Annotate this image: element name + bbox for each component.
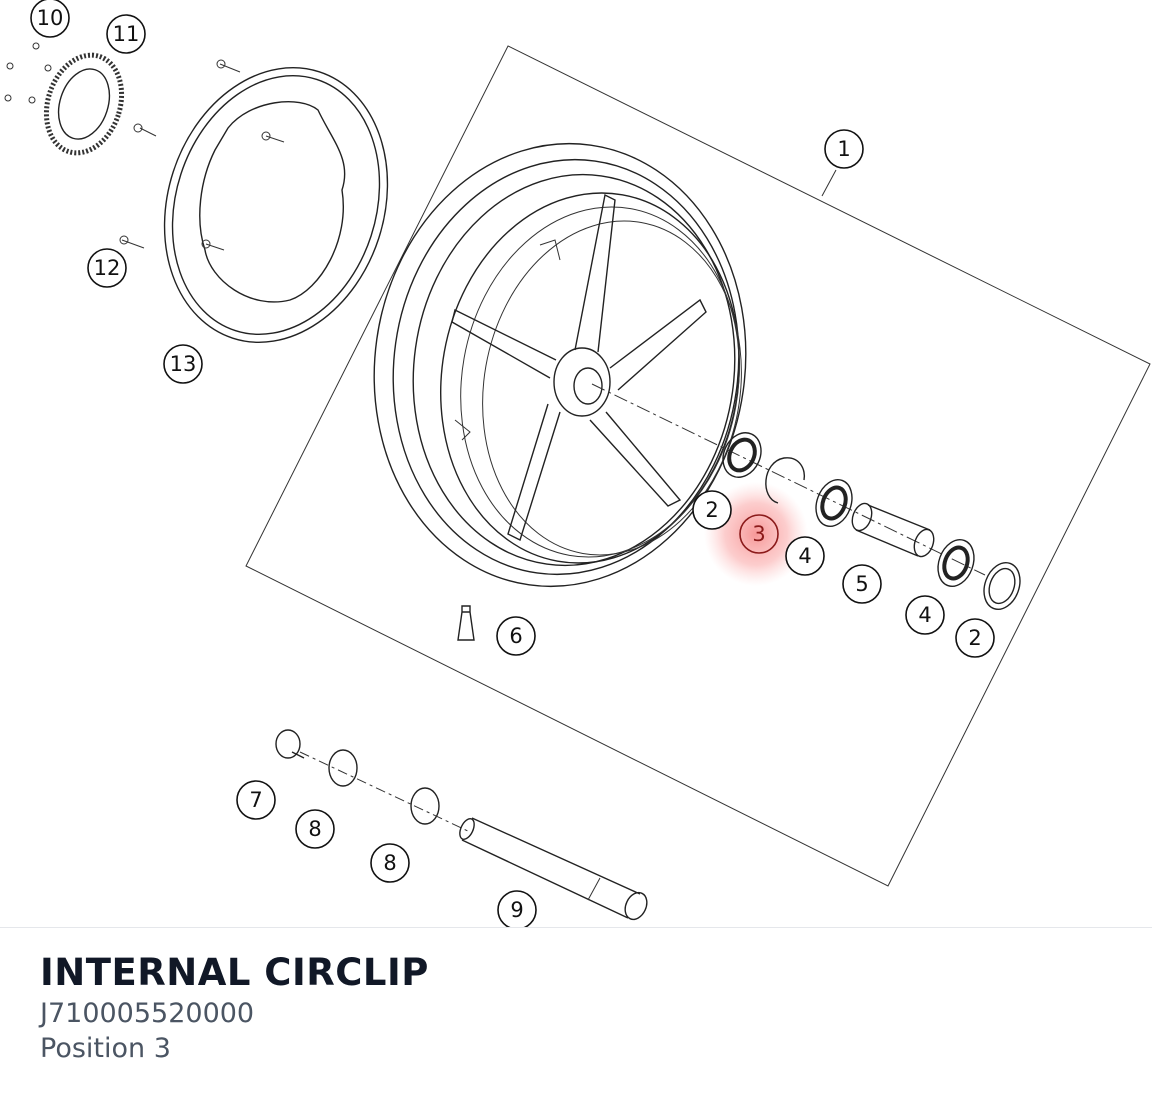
axle-centerline xyxy=(591,383,986,576)
callout-8-upper[interactable]: 8 xyxy=(295,809,335,849)
callout-2-left[interactable]: 2 xyxy=(692,490,732,530)
part-position: Position 3 xyxy=(40,1033,171,1064)
axle-spacers xyxy=(299,749,471,833)
disc-bolts xyxy=(119,59,285,251)
tire-valve xyxy=(457,605,475,641)
svg-text:8: 8 xyxy=(383,851,396,875)
svg-text:13: 13 xyxy=(170,352,197,376)
callout-9[interactable]: 9 xyxy=(497,890,537,928)
bearing-left xyxy=(815,479,853,527)
callout-7[interactable]: 7 xyxy=(236,780,276,820)
abs-ring-screws xyxy=(4,42,52,104)
svg-text:4: 4 xyxy=(918,603,931,627)
svg-text:12: 12 xyxy=(94,256,121,280)
brake-disc xyxy=(163,67,389,343)
svg-text:5: 5 xyxy=(855,572,868,596)
svg-text:10: 10 xyxy=(37,6,64,30)
callout-6[interactable]: 6 xyxy=(496,616,536,656)
svg-text:11: 11 xyxy=(113,22,140,46)
callout-5[interactable]: 5 xyxy=(842,564,882,604)
callout-3-selected[interactable]: 3 xyxy=(739,514,779,554)
spacer-left xyxy=(275,729,305,759)
front-wheel-rim xyxy=(373,142,747,588)
divider xyxy=(0,927,1152,928)
spacer-sleeve xyxy=(851,502,935,558)
callout-11[interactable]: 11 xyxy=(106,14,146,54)
svg-text:3: 3 xyxy=(752,522,765,546)
wheel-hub-spokes xyxy=(451,193,707,541)
svg-text:2: 2 xyxy=(968,626,981,650)
wheel-assembly-frame xyxy=(245,45,1151,887)
callout-1[interactable]: 1 xyxy=(824,129,864,169)
callout-8-lower[interactable]: 8 xyxy=(370,843,410,883)
front-axle xyxy=(459,817,648,921)
callout-2-right[interactable]: 2 xyxy=(955,618,995,658)
abs-sensor-ring xyxy=(43,52,125,156)
svg-text:6: 6 xyxy=(509,624,522,648)
callout-4-left[interactable]: 4 xyxy=(785,536,825,576)
svg-text:9: 9 xyxy=(510,898,523,922)
part-info-panel: INTERNAL CIRCLIP J710005520000 Position … xyxy=(40,950,429,1066)
part-number: J710005520000 xyxy=(40,998,255,1029)
part-title: INTERNAL CIRCLIP xyxy=(40,951,429,994)
callout-10[interactable]: 10 xyxy=(30,0,70,38)
exploded-parts-diagram: 1 2 3 4 5 4 2 6 7 8 8 9 10 11 12 13 xyxy=(4,0,1151,928)
callout-13[interactable]: 13 xyxy=(163,344,203,384)
bearing-right xyxy=(937,539,975,587)
callout-4-right[interactable]: 4 xyxy=(905,595,945,635)
callout-12[interactable]: 12 xyxy=(87,248,127,288)
svg-text:4: 4 xyxy=(798,544,811,568)
svg-text:8: 8 xyxy=(308,817,321,841)
svg-text:2: 2 xyxy=(705,498,718,522)
svg-text:7: 7 xyxy=(249,788,262,812)
internal-circlip-part[interactable] xyxy=(765,457,806,504)
seal-right xyxy=(983,562,1021,610)
seal-left xyxy=(722,432,762,478)
svg-text:1: 1 xyxy=(837,137,850,161)
